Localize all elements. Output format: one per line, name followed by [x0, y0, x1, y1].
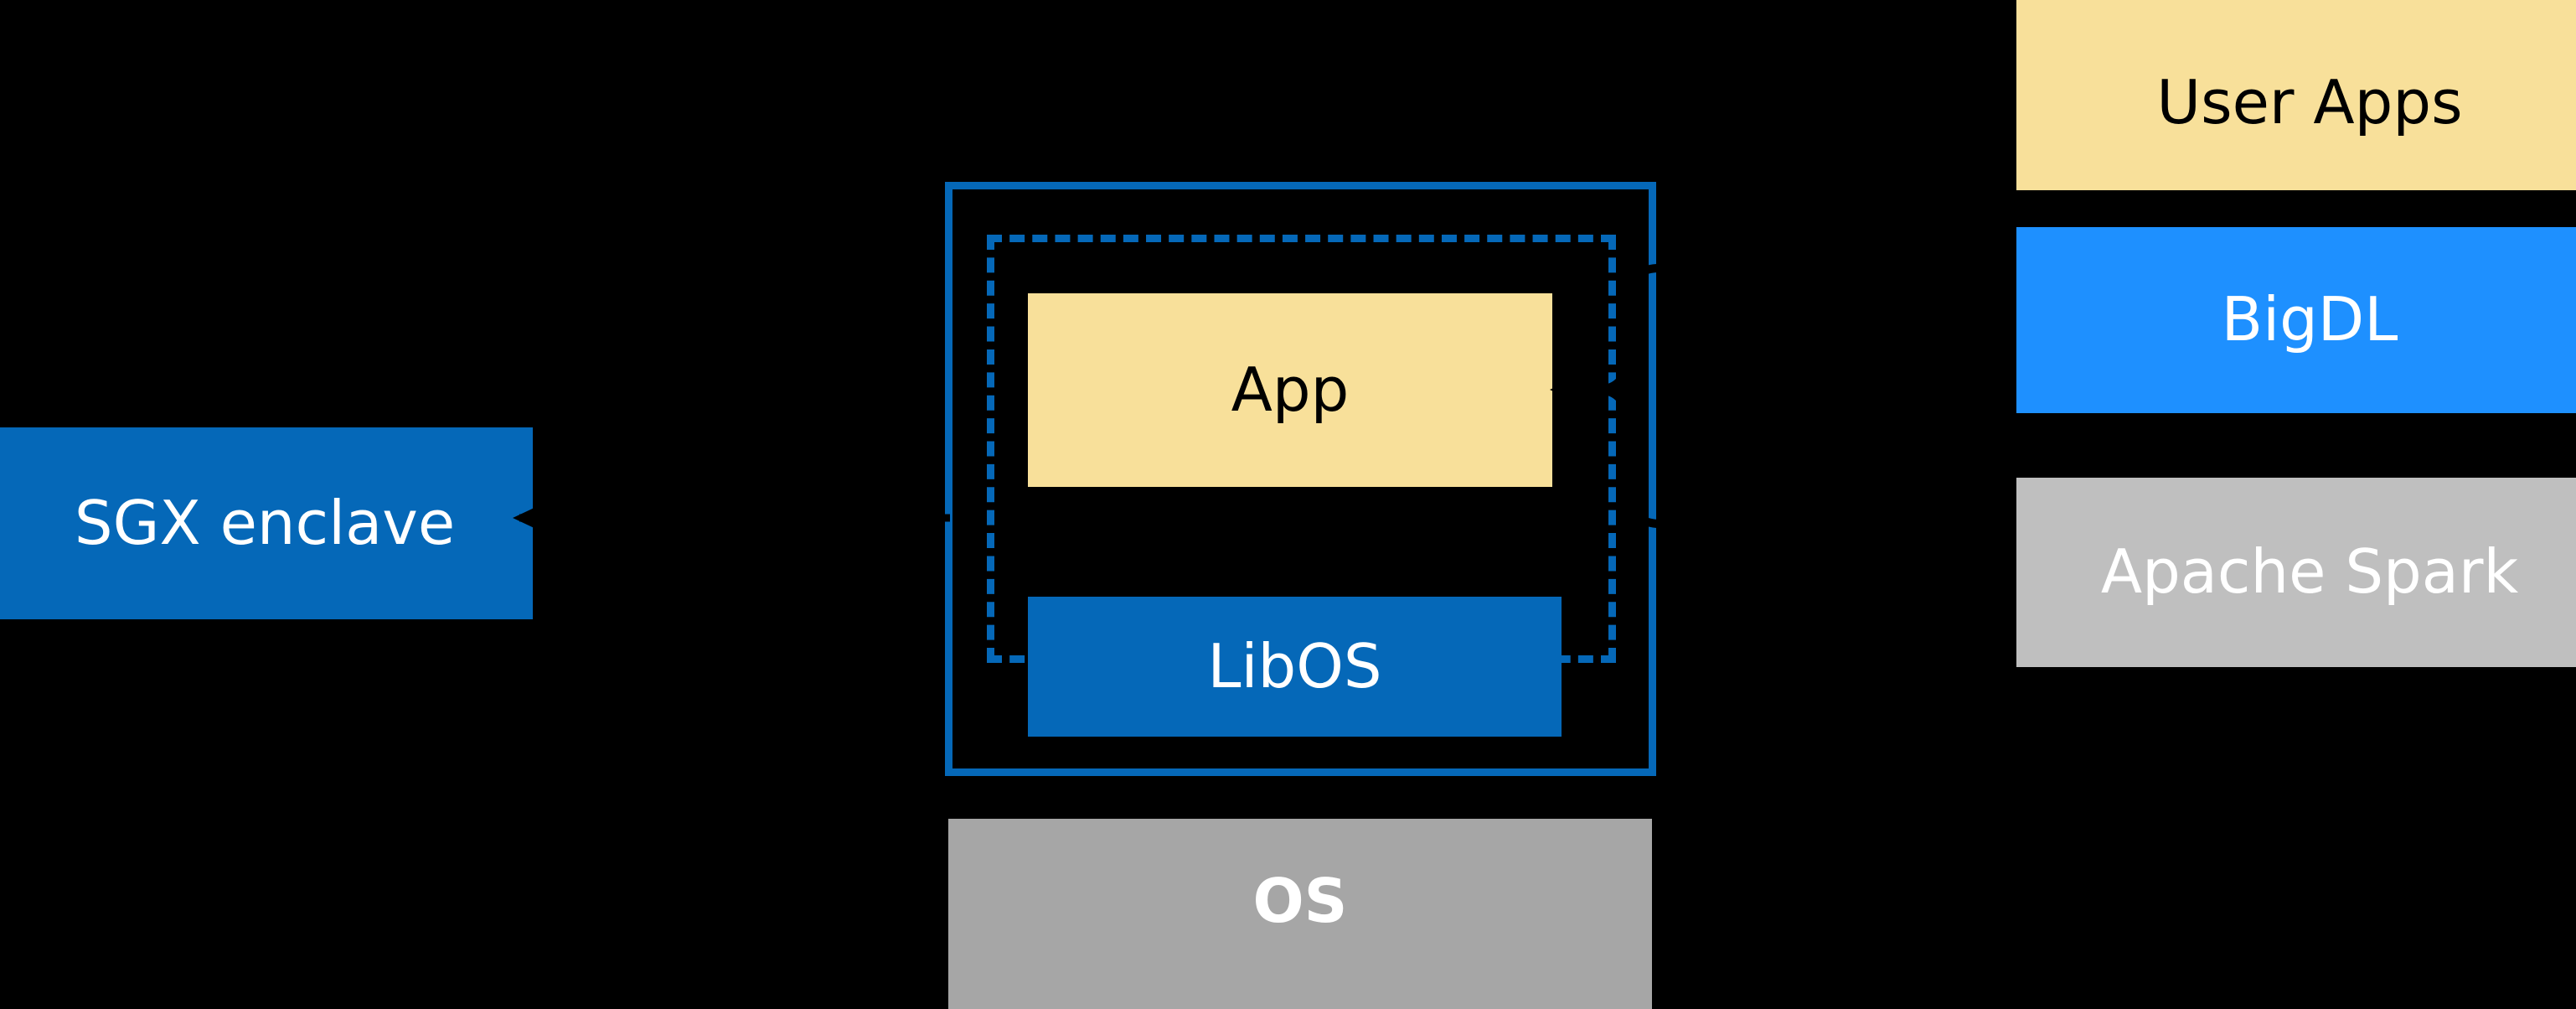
- bigdl-label: BigDL: [2221, 284, 2398, 355]
- os-label: OS: [1252, 866, 1348, 936]
- app-label: App: [1231, 354, 1350, 425]
- libos-box: LibOS: [1028, 597, 1562, 737]
- apache-spark-label: Apache Spark: [2100, 536, 2519, 608]
- bigdl-box: BigDL: [2016, 227, 2576, 413]
- libos-label: LibOS: [1207, 630, 1382, 701]
- sgx-enclave-label: SGX enclave: [74, 487, 456, 558]
- sgx-enclave-to-frame-connector: [513, 504, 950, 531]
- os-box: OS: [948, 819, 1652, 1009]
- apache-spark-box: Apache Spark: [2016, 478, 2576, 667]
- sgx-enclave-box: SGX enclave: [0, 427, 533, 619]
- app-box: App: [1028, 293, 1552, 487]
- user-apps-label: User Apps: [2156, 67, 2463, 138]
- user-apps-box: User Apps: [2016, 0, 2576, 190]
